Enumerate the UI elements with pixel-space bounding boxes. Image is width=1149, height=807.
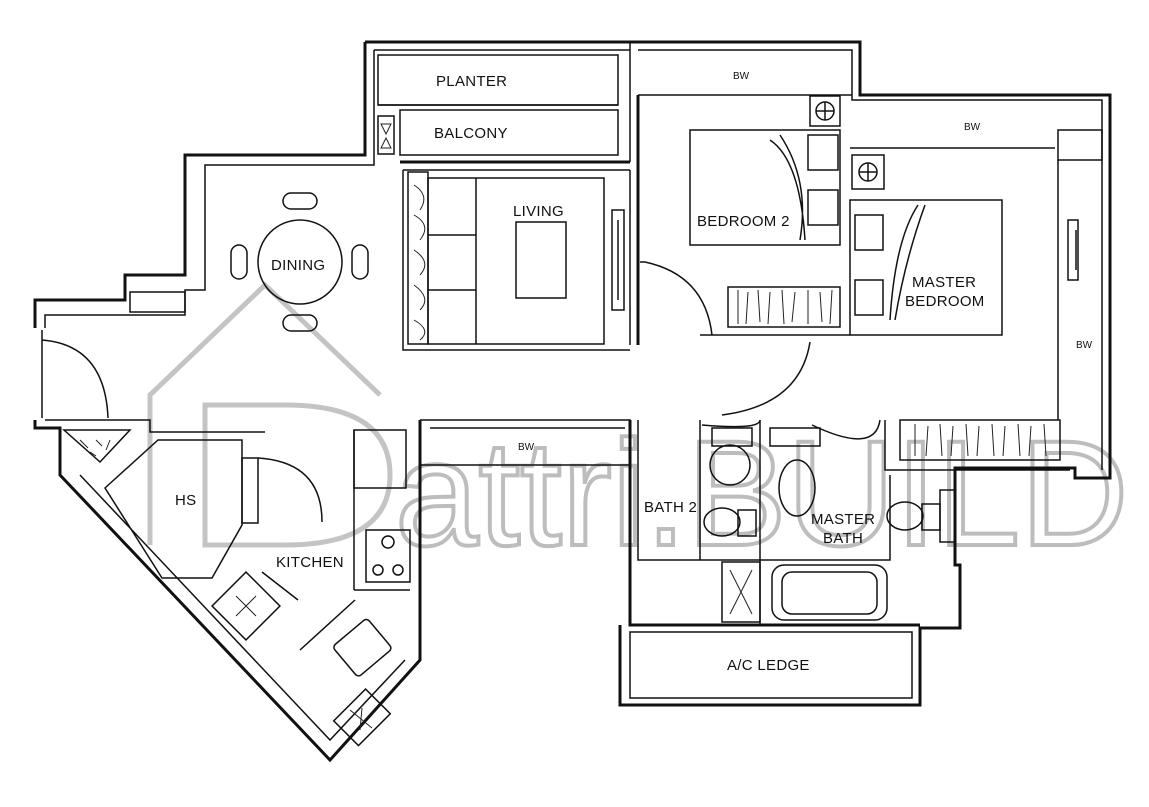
- kitchen: [210, 429, 411, 747]
- label-bw-master-side: BW: [1076, 340, 1093, 351]
- label-dining: DINING: [271, 257, 325, 274]
- bedroom-2: [629, 94, 852, 345]
- watermark-logo: attri.BUILD: [147, 281, 1131, 579]
- watermark-text: attri.BUILD: [395, 409, 1129, 577]
- planter-area: [377, 54, 619, 106]
- label-planter: PLANTER: [436, 73, 507, 90]
- entrance-door: [41, 330, 109, 419]
- master-bath: [769, 419, 956, 621]
- room-labels: PLANTER BALCONY LIVING DINING BEDROOM 2 …: [175, 71, 1093, 674]
- dining-area: [129, 192, 369, 332]
- label-master-bath-line2: BATH: [823, 530, 863, 547]
- label-bw-corridor: BW: [518, 442, 535, 453]
- label-kitchen: KITCHEN: [276, 554, 344, 571]
- label-master-bedroom-line2: BEDROOM: [905, 293, 985, 310]
- label-bw-master-top: BW: [964, 122, 981, 133]
- outer-walls: [33, 40, 1112, 763]
- label-balcony: BALCONY: [434, 125, 508, 142]
- label-ac-ledge: A/C LEDGE: [727, 657, 810, 674]
- living-room: [402, 169, 630, 351]
- master-bedroom: [721, 129, 1103, 461]
- ac-ledge: [629, 631, 913, 699]
- label-master-bath-line1: MASTER: [811, 511, 875, 528]
- label-hs: HS: [175, 492, 196, 509]
- label-bw-top: BW: [733, 71, 750, 82]
- label-living: LIVING: [513, 203, 564, 220]
- label-bath-2: BATH 2: [644, 499, 697, 516]
- household-shelter: [62, 429, 323, 579]
- bath-2: [701, 419, 761, 623]
- label-bedroom-2: BEDROOM 2: [697, 213, 790, 230]
- label-master-bedroom-line1: MASTER: [912, 274, 976, 291]
- balcony-area: [377, 42, 631, 164]
